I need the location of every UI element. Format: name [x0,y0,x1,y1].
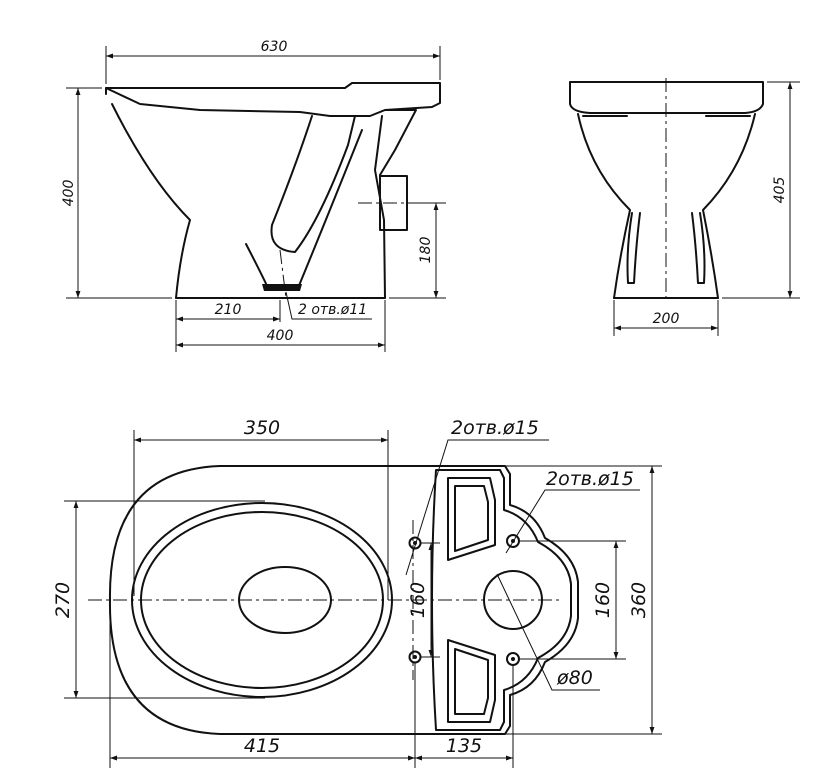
dim-seat-length: 415 [109,604,416,768]
dim-hole-spacing-left: 160 [407,542,440,658]
front-view-outline [569,78,764,302]
side-view-outline [105,82,441,299]
side-view: 630 400 180 210 2 отв.ø11 [61,39,446,352]
dim-overall-width: 360 [505,465,662,735]
dim-outlet-height: 180 [389,202,446,299]
tank-holes-label: 2отв.ø15 [546,468,634,490]
top-view: 350 2отв.ø15 2отв.ø15 270 160 [52,417,662,768]
dim-tank-depth: 135 [415,665,514,768]
top-view-outline [88,465,579,735]
dim-label: 400 [61,180,77,207]
dim-bowl-length: 350 [133,417,389,600]
dim-label: 160 [592,582,614,618]
dim-label: 160 [407,582,429,618]
dim-label: 405 [772,177,788,204]
dim-height: 400 [61,87,172,299]
front-view: 405 200 [569,78,800,336]
dim-label: 270 [52,582,74,618]
dim-overall-length: 630 [105,39,441,84]
dim-label: 180 [418,237,434,264]
dim-mount-offset: 210 2 отв.ø11 [175,291,386,352]
leader-tank-holes-right: 2отв.ø15 [505,468,640,554]
dim-bowl-width: 270 [52,500,265,699]
dim-label: 200 [653,311,680,327]
dim-base-length: 400 [176,328,385,348]
dim-label: 210 [215,302,242,318]
leader-drain-diameter: ø80 [496,573,600,691]
dim-front-height: 405 [722,81,800,299]
dim-label: 415 [244,735,280,757]
dim-label: 135 [446,735,482,757]
dim-label: 360 [628,582,650,618]
tank-holes-label: 2отв.ø15 [451,417,539,439]
dim-hole-spacing-right: 160 [520,540,626,660]
mount-holes-label: 2 отв.ø11 [298,302,367,318]
dim-label: 350 [244,417,280,439]
dim-front-base: 200 [613,300,719,336]
leader-tank-holes-top: 2отв.ø15 [405,417,549,576]
dim-label: 630 [261,39,288,55]
dim-label: 400 [267,328,294,344]
drain-diameter-label: ø80 [556,667,593,689]
